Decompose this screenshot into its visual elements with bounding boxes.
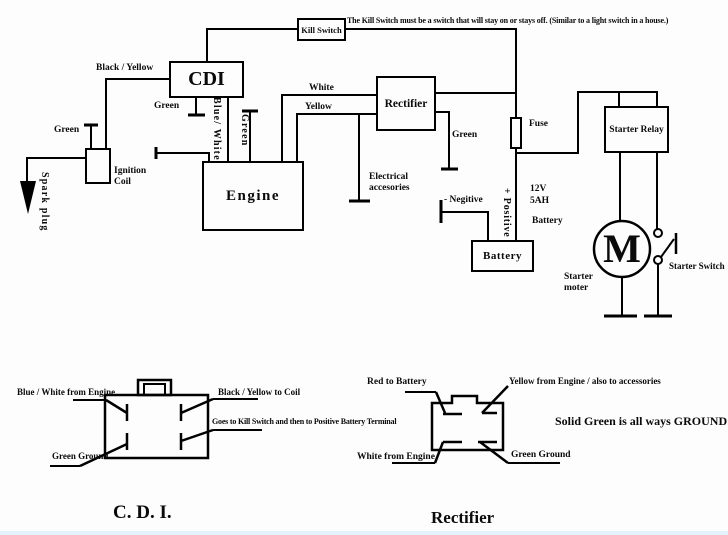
blue-white-wire-label: Blue/ White <box>211 97 222 161</box>
wire-rectifier-green-ground <box>435 111 450 169</box>
rectifier-pin-bottom-right-label: Green Ground <box>511 450 571 460</box>
wire-junction-to-starter-relay <box>516 91 658 154</box>
cdi-pin-top-left <box>105 398 129 421</box>
ignition-coil-label: Ignition Coil <box>114 166 147 188</box>
wire-battery-negative <box>441 211 489 241</box>
battery-voltage-label: 12V <box>530 184 547 194</box>
spark-plug-label: Spark plug <box>39 172 50 232</box>
fuse-symbol <box>510 117 522 149</box>
starter-relay-box <box>604 106 669 153</box>
engine-box <box>202 161 304 231</box>
fuse-label: Fuse <box>529 119 548 129</box>
starter-switch-symbol <box>653 228 678 265</box>
rectifier-pin-top-left <box>434 391 462 416</box>
cdi-connector-body <box>103 393 210 460</box>
wire-cdi-to-killswitch <box>206 28 298 63</box>
switch-contact-top <box>653 228 663 238</box>
cdi-pin-top-left-label: Blue / White from Engine <box>17 387 116 397</box>
solid-green-ground-note: Solid Green is all ways GROUND <box>555 414 728 428</box>
rectifier-pin-top-right-label: Yellow from Engine / also to accessories <box>509 376 661 386</box>
starter-motor-label: Starter moter <box>564 272 593 294</box>
rectifier-pin-top-right <box>481 385 509 415</box>
cdi-connector-title: C. D. I. <box>113 502 172 523</box>
switch-contact-bottom <box>653 255 663 265</box>
rectifier-pin-bottom-right <box>478 440 509 464</box>
cdi-pin-bottom-left-label: Green Ground <box>52 451 109 461</box>
battery-capacity-label: 5AH <box>530 196 549 206</box>
battery-word-label: Battery <box>532 216 563 226</box>
rectifier-connector-title: Rectifier <box>431 508 495 527</box>
ground-symbols <box>84 109 672 318</box>
starter-motor-circle <box>592 219 652 279</box>
motor-m-label: M <box>603 226 641 271</box>
green-label-rectifier: Green <box>452 130 478 140</box>
cdi-connector-drawing <box>50 378 262 468</box>
rectifier-connector-body <box>430 394 505 452</box>
rectifier-label: Rectifier <box>384 97 428 110</box>
white-wire-label: White <box>309 83 334 93</box>
cdi-pin-top-right <box>179 397 214 421</box>
green-label-coil: Green <box>54 125 80 135</box>
rectifier-pin-bottom-left-label: White from Engine <box>357 452 435 462</box>
rectifier-pin-top-left-label: Red to Battery <box>367 377 427 387</box>
switch-lever <box>660 238 675 258</box>
kill-switch-box <box>297 18 346 41</box>
engine-label: Engine <box>225 187 280 204</box>
wire-yellow <box>296 113 377 162</box>
ignition-coil-box <box>85 148 111 184</box>
cdi-connector-tab-outer <box>136 378 173 397</box>
electrical-accessories-label: Electrical accesories <box>369 172 410 194</box>
yellow-wire-label: Yellow <box>305 102 332 112</box>
negative-label: - Negitive <box>444 195 483 205</box>
cdi-box <box>169 61 244 98</box>
spark-plug-arrow <box>20 181 36 214</box>
wire-spark-plug <box>26 157 86 181</box>
black-yellow-wire-label: Black / Yellow <box>96 63 154 73</box>
cdi-pin-bottom-left <box>79 433 129 468</box>
green-label-engine: Green <box>239 114 250 147</box>
scan-edge-artifact <box>0 531 728 535</box>
battery-label: Battery <box>483 250 522 262</box>
rectifier-connector-drawing <box>392 385 560 464</box>
battery-box <box>471 240 534 272</box>
kill-switch-label: Kill Switch <box>301 24 342 35</box>
wire-black-yellow <box>105 78 170 149</box>
wire-engine-left-terminal <box>156 152 210 162</box>
rectifier-box <box>376 76 436 131</box>
cdi-pin-mid-right-label: Goes to Kill Switch and then to Positive… <box>212 417 397 426</box>
cdi-connector-tab-inner <box>143 383 166 396</box>
wire-white <box>281 94 377 162</box>
starter-relay-label: Starter Relay <box>609 124 664 135</box>
cdi-pin-top-right-label: Black / Yellow to Coil <box>218 387 301 397</box>
positive-label: + Positive <box>501 188 512 238</box>
starter-switch-label: Starter Switch <box>669 261 725 271</box>
green-label-cdi: Green <box>154 101 180 111</box>
cdi-pin-mid-right <box>179 428 214 450</box>
wire-killswitch-to-fuse <box>345 28 517 118</box>
cdi-label: CDI <box>188 68 225 90</box>
rectifier-pin-bottom-left <box>433 440 462 464</box>
kill-switch-note: The Kill Switch must be a switch that wi… <box>347 16 669 25</box>
